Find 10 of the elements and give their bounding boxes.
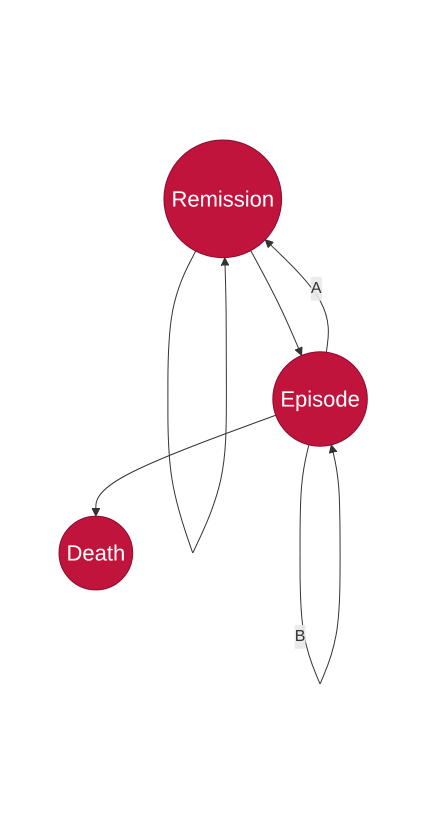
arrow [300,444,341,685]
node-circle: Remission [164,140,282,259]
node-circle: Episode [272,352,368,448]
edge-label: A [311,280,322,298]
arrow [265,240,330,354]
edge-label: B [295,628,306,646]
arrow [250,250,303,356]
arrow [92,415,277,518]
arrow [168,251,230,554]
node-circle: Death [58,516,134,591]
